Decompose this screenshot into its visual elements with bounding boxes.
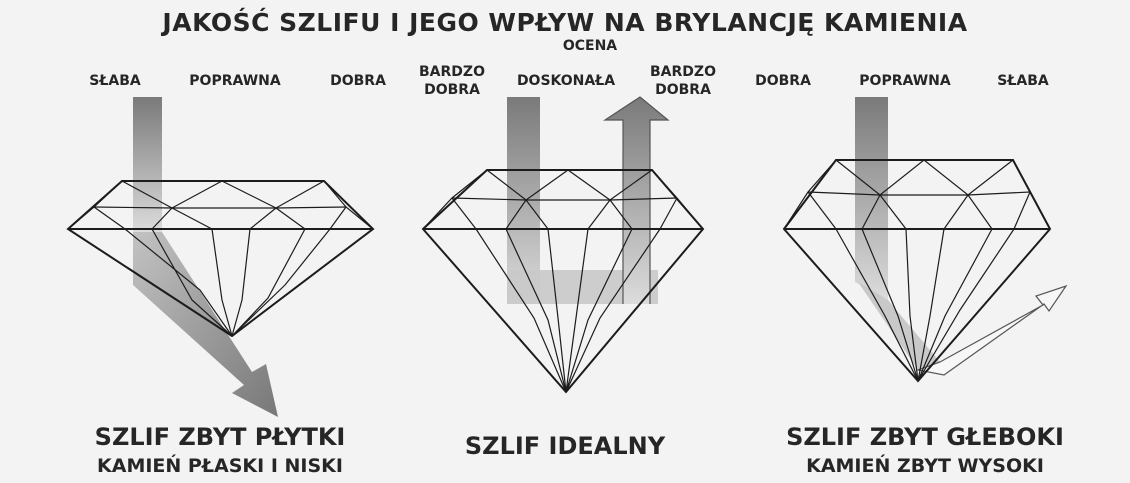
shallow-exit-beam [133, 232, 278, 417]
grade-deep-dobra: DOBRA [755, 73, 811, 89]
grade-deep-slaba: SŁABA [997, 73, 1049, 89]
grade-shallow-poprawna: POPRAWNA [189, 73, 281, 89]
caption-shallow-line1: SZLIF ZBYT PŁYTKI [94, 423, 346, 451]
grade-shallow-slaba: SŁABA [89, 73, 141, 89]
diagram-title: JAKOŚĆ SZLIFU I JEGO WPŁYW NA BRYLANCJĘ … [162, 8, 968, 37]
deep-exit-arrow [915, 284, 1068, 376]
caption-shallow-line2: KAMIEŃ PŁASKI I NISKI [97, 455, 343, 477]
grade-shallow-dobra: DOBRA [330, 73, 386, 89]
deep-diamond [782, 97, 1068, 383]
caption-deep-line2: KAMIEŃ ZBYT WYSOKI [806, 455, 1044, 477]
ideal-diamond [421, 96, 705, 394]
shallow-incoming-beam [133, 97, 162, 232]
grade-ideal-bardzo-dobra-left: BARDZO DOBRA [419, 64, 485, 98]
caption-ideal: SZLIF IDEALNY [464, 432, 666, 460]
caption-deep-line1: SZLIF ZBYT GŁEBOKI [786, 423, 1064, 451]
deep-incoming-beam [855, 97, 888, 300]
grade-deep-poprawna: POPRAWNA [859, 73, 951, 89]
grade-header: OCENA [562, 38, 618, 54]
ideal-return-arrow [605, 97, 668, 304]
grade-ideal-bardzo-dobra-right: BARDZO DOBRA [650, 64, 716, 98]
shallow-diamond [66, 97, 375, 417]
ideal-bottom-beam [507, 270, 658, 304]
grade-ideal-doskonala: DOSKONAŁA [516, 73, 616, 89]
